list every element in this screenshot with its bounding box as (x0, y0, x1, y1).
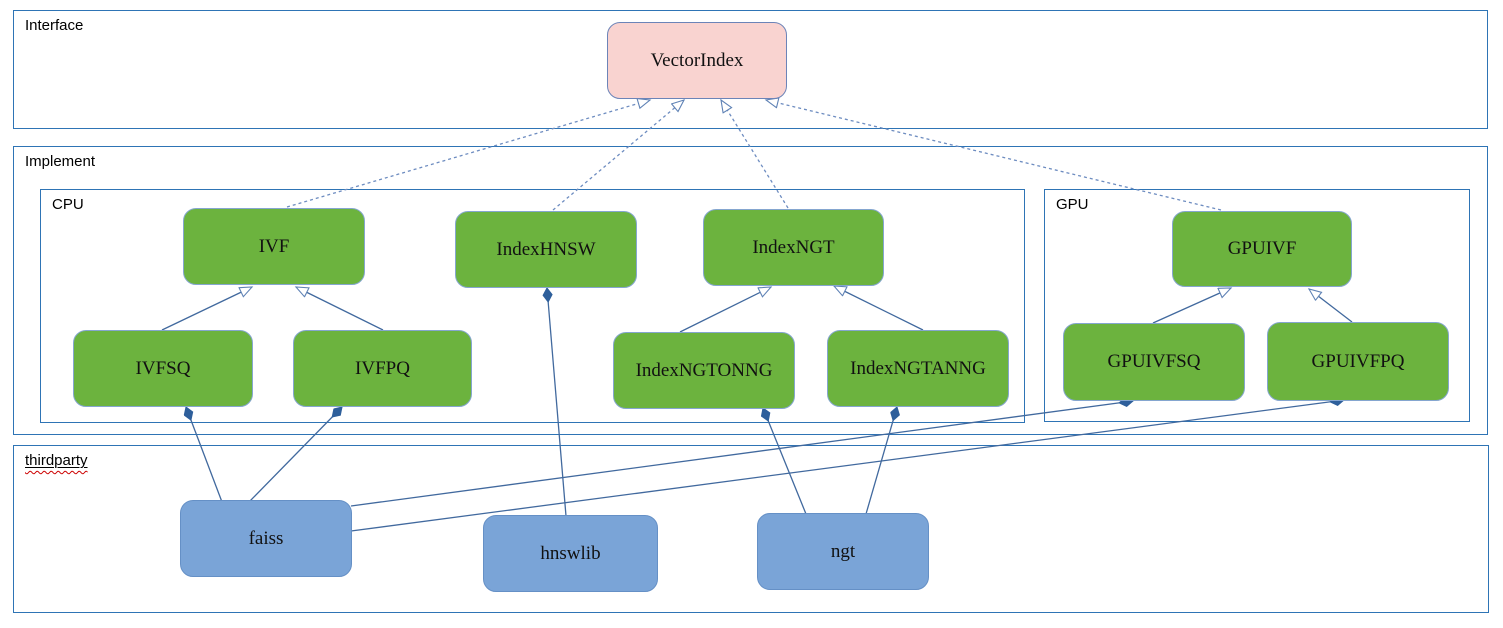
node-gpuivfsq: GPUIVFSQ (1063, 323, 1245, 401)
node-ivf: IVF (183, 208, 365, 285)
node-hnswlib: hnswlib (483, 515, 658, 592)
node-indexngtonng-label: IndexNGTONNG (635, 359, 773, 381)
container-interface-label: Interface (25, 17, 84, 34)
node-indexhnsw-label: IndexHNSW (496, 238, 596, 260)
node-indexngtanng-label: IndexNGTANNG (850, 357, 986, 379)
node-ngt: ngt (757, 513, 929, 590)
node-gpuivfpq-label: GPUIVFPQ (1311, 350, 1405, 372)
node-hnswlib-label: hnswlib (540, 542, 601, 564)
node-indexngt: IndexNGT (703, 209, 884, 286)
container-gpu-label: GPU (1056, 196, 1089, 213)
node-gpuivf-label: GPUIVF (1227, 238, 1297, 259)
node-vectorindex: VectorIndex (607, 22, 787, 99)
container-implement-label: Implement (25, 153, 96, 170)
node-ivfpq-label: IVFPQ (355, 357, 410, 379)
node-indexngt-label: IndexNGT (752, 236, 835, 258)
node-gpuivfsq-label: GPUIVFSQ (1107, 351, 1201, 372)
node-faiss: faiss (180, 500, 352, 577)
node-vectorindex-label: VectorIndex (650, 49, 744, 71)
node-ivfsq-label: IVFSQ (135, 357, 191, 379)
node-gpuivf: GPUIVF (1172, 211, 1352, 287)
container-thirdparty-label: thirdparty (25, 452, 88, 469)
container-cpu-label: CPU (52, 196, 84, 213)
node-indexhnsw: IndexHNSW (455, 211, 637, 288)
node-ivf-label: IVF (258, 235, 290, 257)
node-ivfsq: IVFSQ (73, 330, 253, 407)
node-indexngtanng: IndexNGTANNG (827, 330, 1009, 407)
node-ngt-label: ngt (830, 540, 856, 562)
node-indexngtonng: IndexNGTONNG (613, 332, 795, 409)
node-gpuivfpq: GPUIVFPQ (1267, 322, 1449, 401)
node-faiss-label: faiss (248, 527, 284, 549)
container-thirdparty-label-text: thirdparty (25, 452, 88, 469)
node-ivfpq: IVFPQ (293, 330, 472, 407)
